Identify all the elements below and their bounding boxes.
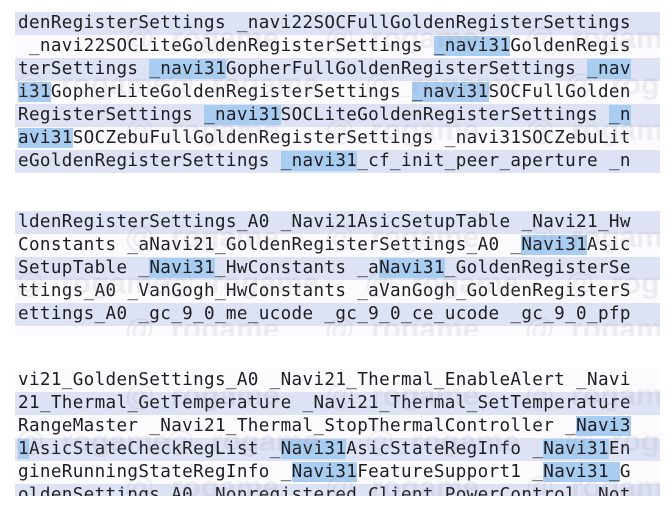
text-segment: _HwConstants _a bbox=[214, 258, 380, 278]
search-highlight: _navi31 bbox=[433, 36, 511, 56]
text-segment: Asic bbox=[587, 235, 631, 255]
code-text-block-3: vi21_GoldenSettings_A0 _Navi21_Thermal_E… bbox=[15, 369, 660, 496]
text-segment: Constants _aNavi21_GoldenRegisterSetting… bbox=[18, 235, 522, 255]
search-highlight: _navi31 bbox=[149, 59, 226, 79]
search-highlight: Navi31 bbox=[291, 462, 358, 482]
search-highlight: Navi31 bbox=[149, 258, 215, 278]
search-highlight: Navi31_ bbox=[543, 462, 620, 482]
search-highlight: _n bbox=[608, 105, 631, 125]
text-line: ttings_A0 _VanGogh_HwConstants _aVanGogh… bbox=[15, 280, 660, 303]
text-segment: _navi22SOCLiteGoldenRegisterSettings bbox=[18, 36, 434, 56]
search-highlight: Navi31 bbox=[379, 258, 445, 278]
text-line: ldenRegisterSettings_A0 _Navi21AsicSetup… bbox=[15, 211, 660, 234]
text-line: RangeMaster _Navi21_Thermal_StopThermalC… bbox=[15, 415, 660, 438]
text-line: oldenSettings_A0 _Nonregistered_Client_P… bbox=[15, 484, 660, 496]
search-highlight: Navi31 bbox=[280, 439, 347, 459]
text-line bbox=[15, 326, 660, 336]
text-line: RegisterSettings _navi31SOCLiteGoldenReg… bbox=[15, 104, 660, 127]
text-line: i31GopherLiteGoldenRegisterSettings _nav… bbox=[15, 81, 660, 104]
text-line: 1AsicStateCheckRegList _Navi31AsicStateR… bbox=[15, 438, 660, 461]
text-line: ettings_A0 _gc_9_0_me_ucode _gc_9_0_ce_u… bbox=[15, 303, 660, 326]
text-line: _navi22SOCLiteGoldenRegisterSettings _na… bbox=[15, 35, 660, 58]
text-line: SetupTable _Navi31_HwConstants _aNavi31_… bbox=[15, 257, 660, 280]
text-segment bbox=[18, 327, 29, 336]
text-segment: FeatureSupport1 _ bbox=[357, 462, 544, 482]
text-segment: RangeMaster _Navi21_Thermal_StopThermalC… bbox=[18, 416, 577, 436]
search-highlight: Navi3 bbox=[576, 416, 631, 436]
text-segment: oldenSettings_A0 _Nonregistered_Client_P… bbox=[18, 485, 631, 496]
search-highlight: avi31 bbox=[18, 128, 73, 148]
text-segment: _cf_init_peer_aperture _n bbox=[357, 151, 631, 171]
text-segment: SOCFullGolden bbox=[488, 82, 631, 102]
text-segment: En bbox=[608, 439, 631, 459]
search-highlight: 1 bbox=[18, 439, 29, 459]
text-line: avi31SOCZebuFullGoldenRegisterSettings _… bbox=[15, 127, 660, 150]
text-segment: RegisterSettings bbox=[18, 105, 205, 125]
text-segment: GopherLiteGoldenRegisterSettings bbox=[50, 82, 412, 102]
text-segment: GoldenRegis bbox=[510, 36, 631, 56]
text-line: eGoldenRegisterSettings _navi31_cf_init_… bbox=[15, 150, 660, 173]
search-highlight: Navi31 bbox=[521, 235, 588, 255]
text-line: 21_Thermal_GetTemperature _Navi21_Therma… bbox=[15, 392, 660, 415]
code-text-block-1: denRegisterSettings _navi22SOCFullGolden… bbox=[15, 12, 660, 174]
text-segment: 21_Thermal_GetTemperature _Navi21_Therma… bbox=[18, 393, 631, 413]
search-highlight: _navi31 bbox=[280, 151, 358, 171]
search-highlight: i31 bbox=[18, 82, 51, 102]
text-segment: _GoldenRegisterSe bbox=[444, 258, 631, 278]
text-segment: terSettings bbox=[18, 59, 150, 79]
text-segment: AsicStateCheckRegList _ bbox=[28, 439, 281, 459]
text-line: terSettings _navi31GopherFullGoldenRegis… bbox=[15, 58, 660, 81]
text-segment: SetupTable _ bbox=[18, 258, 150, 278]
search-highlight: _nav bbox=[587, 59, 631, 79]
search-highlight: _navi31 bbox=[204, 105, 281, 125]
text-segment: vi21_GoldenSettings_A0 _Navi21_Thermal_E… bbox=[18, 370, 631, 390]
search-highlight: _navi31 bbox=[411, 82, 489, 102]
text-segment: eGoldenRegisterSettings bbox=[18, 151, 281, 171]
text-line: gineRunningStateRegInfo _Navi31FeatureSu… bbox=[15, 461, 660, 484]
text-segment: gineRunningStateRegInfo _ bbox=[18, 462, 292, 482]
text-segment: G bbox=[619, 462, 631, 482]
text-segment: ettings_A0 _gc_9_0_me_ucode _gc_9_0_ce_u… bbox=[18, 304, 631, 324]
text-line: Constants _aNavi21_GoldenRegisterSetting… bbox=[15, 234, 660, 257]
text-segment: SOCLiteGoldenRegisterSettings bbox=[280, 105, 609, 125]
text-segment: ttings_A0 _VanGogh_HwConstants _aVanGogh… bbox=[18, 281, 631, 301]
text-line: denRegisterSettings _navi22SOCFullGolden… bbox=[15, 12, 660, 35]
code-text-block-2: ldenRegisterSettings_A0 _Navi21AsicSetup… bbox=[15, 211, 660, 336]
text-segment: GopherFullGoldenRegisterSettings bbox=[225, 59, 588, 79]
text-segment: SOCZebuFullGoldenRegisterSettings _navi3… bbox=[72, 128, 631, 148]
search-highlight: Navi31 bbox=[543, 439, 609, 459]
text-line: vi21_GoldenSettings_A0 _Navi21_Thermal_E… bbox=[15, 369, 660, 392]
text-segment: denRegisterSettings _navi22SOCFullGolden… bbox=[18, 13, 631, 33]
text-segment: ldenRegisterSettings_A0 _Navi21AsicSetup… bbox=[18, 212, 631, 232]
text-segment: AsicStateRegInfo _ bbox=[346, 439, 544, 459]
